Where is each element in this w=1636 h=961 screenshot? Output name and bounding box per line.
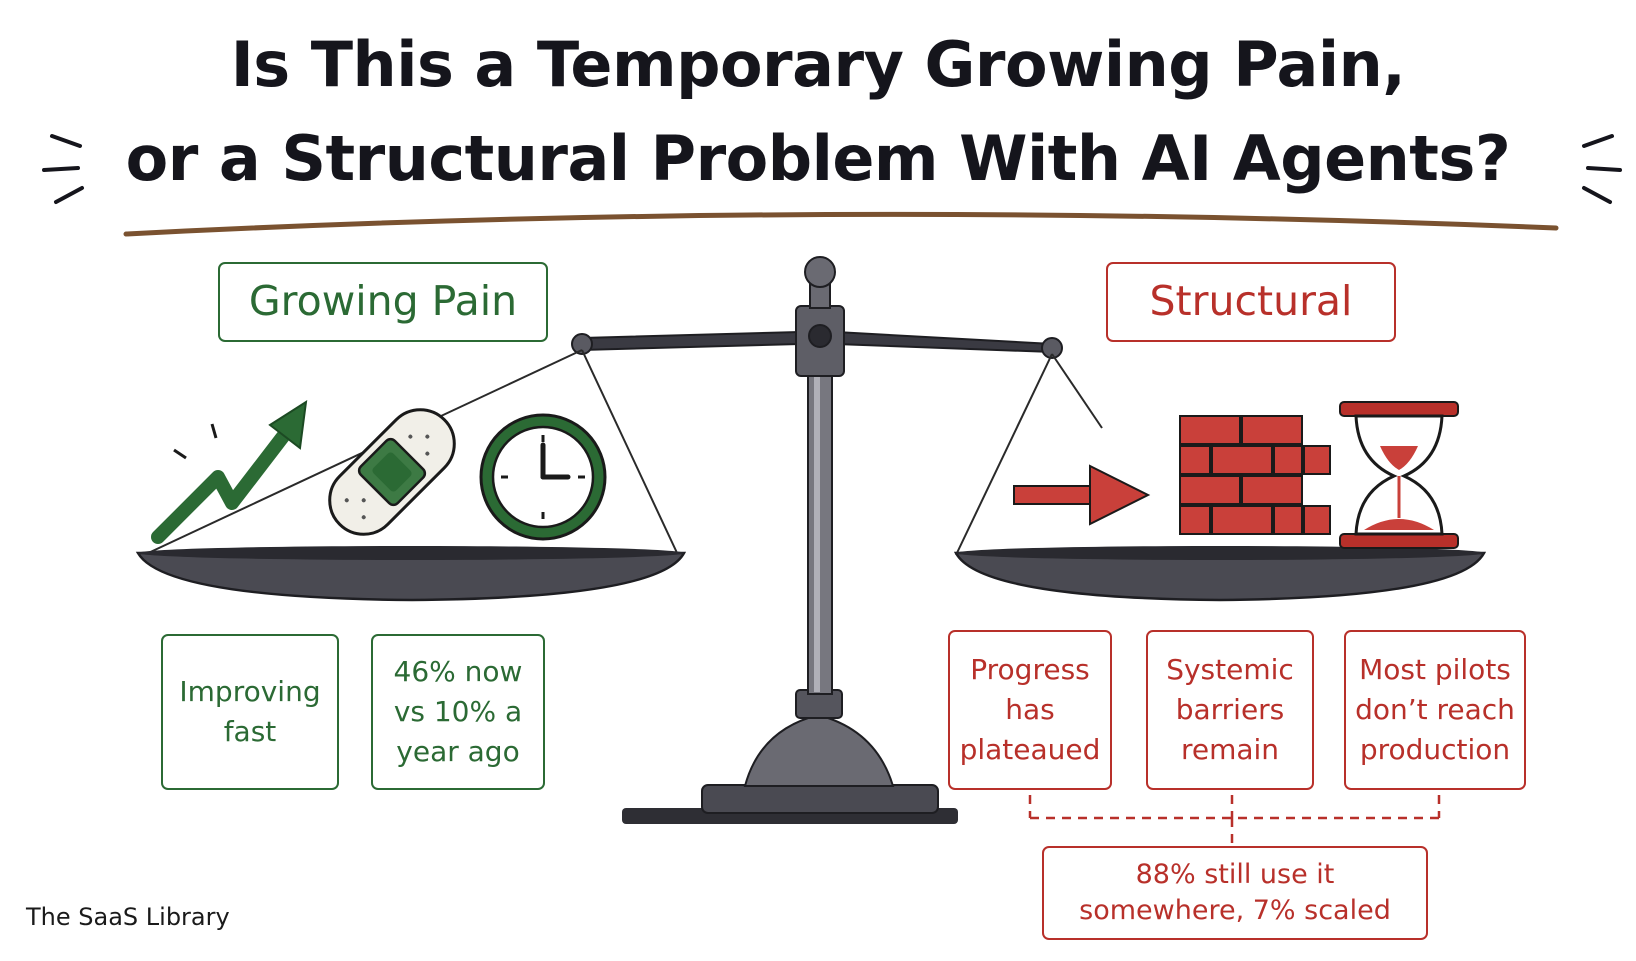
summary-88-percent: 88% still use it somewhere, 7% scaled	[1042, 846, 1428, 940]
clock-icon	[479, 413, 607, 541]
brick-wall-icon	[1179, 415, 1331, 535]
dashed-connector	[1028, 795, 1441, 846]
page-title-line-1: Is This a Temporary Growing Pain,	[230, 28, 1406, 101]
emphasis-marks-right-icon	[1582, 134, 1622, 204]
trend-up-arrow-icon	[151, 400, 308, 544]
point-improving-fast: Improving fast	[161, 634, 339, 790]
growing-pain-label: Growing Pain	[218, 262, 548, 342]
page-title-line-2: or a Structural Problem With AI Agents?	[125, 122, 1511, 195]
emphasis-marks-left-icon	[42, 134, 84, 204]
title-underline	[123, 211, 1559, 237]
hourglass-icon	[1339, 401, 1459, 549]
bandage-icon	[328, 408, 456, 536]
structural-label: Structural	[1106, 262, 1396, 342]
point-progress-plateaued: Progress has plateaued	[948, 630, 1112, 790]
point-systemic-barriers: Systemic barriers remain	[1146, 630, 1314, 790]
point-46-percent: 46% now vs 10% a year ago	[371, 634, 545, 790]
point-pilots-production: Most pilots don’t reach production	[1344, 630, 1526, 790]
arrow-right-icon	[1013, 464, 1151, 526]
scale-icon	[135, 256, 1487, 824]
brand-label: The SaaS Library	[26, 903, 230, 931]
